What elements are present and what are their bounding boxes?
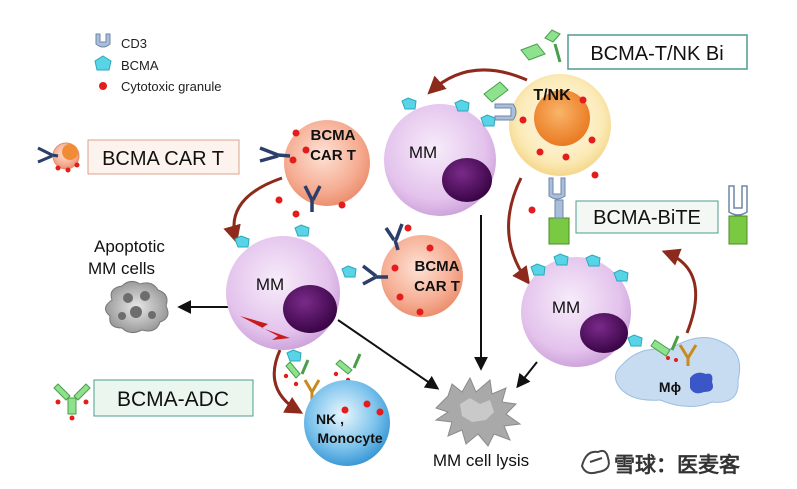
- bite-label: BCMA-BiTE: [593, 207, 701, 229]
- adc-antibodies: [283, 353, 362, 402]
- legend-cd3-label: CD3: [121, 36, 147, 51]
- mm-cell-right: MM: [521, 253, 643, 367]
- svg-text:MM: MM: [256, 275, 284, 294]
- watermark: 雪球：医麦客: [580, 449, 741, 477]
- macrophage-label: Mϕ: [659, 379, 681, 395]
- svg-text:CAR T: CAR T: [310, 147, 356, 164]
- adc-label-box: BCMA-ADC: [93, 379, 254, 417]
- tnk-bi-label: BCMA-T/NK Bi: [590, 43, 723, 65]
- svg-text:MM: MM: [552, 298, 580, 317]
- adc-icon: [53, 383, 91, 421]
- svg-text:BCMA: BCMA: [415, 258, 460, 275]
- bite-icon: [728, 185, 748, 245]
- granule-icon: [99, 82, 107, 90]
- watermark-text: 雪球：医麦客: [614, 453, 741, 477]
- svg-text:CAR T: CAR T: [414, 278, 460, 295]
- svg-text:Monocyte: Monocyte: [317, 430, 383, 446]
- legend-bcma-label: BCMA: [121, 58, 159, 73]
- apoptotic-cell: [105, 280, 169, 334]
- car-t-cell-top: BCMA CAR T: [259, 120, 370, 218]
- adc-label: BCMA-ADC: [117, 388, 229, 411]
- car-t-mini-icon: [37, 142, 80, 173]
- svg-text:T/NK: T/NK: [533, 87, 571, 104]
- lysis-arrows: [177, 215, 538, 390]
- tnk-cell: T/NK: [483, 29, 611, 214]
- cd3-icon: [95, 33, 111, 48]
- mm-cell-top: MM: [384, 97, 496, 216]
- bite-label-box: BCMA-BiTE: [575, 200, 719, 234]
- nk-monocyte-cell: NK , Monocyte: [304, 380, 390, 466]
- lysed-cells: [434, 376, 522, 447]
- legend: CD3 BCMA Cytotoxic granule: [94, 33, 221, 94]
- car-t-label-box: BCMA CAR T: [87, 139, 240, 175]
- apoptotic-label-line1: Apoptotic: [94, 237, 165, 256]
- car-t-cell-mid: BCMA CAR T: [361, 223, 463, 317]
- car-t-label: BCMA CAR T: [102, 148, 224, 170]
- svg-text:BCMA: BCMA: [311, 127, 356, 144]
- tnk-bi-label-box: BCMA-T/NK Bi: [567, 34, 748, 70]
- svg-text:NK ,: NK ,: [316, 411, 344, 427]
- lysis-label: MM cell lysis: [433, 451, 529, 470]
- macrophage-cell: Mϕ: [615, 335, 741, 407]
- bcma-icon: [94, 55, 112, 71]
- bite-molecule: [548, 199, 570, 245]
- snowball-logo-icon: [580, 449, 610, 475]
- apoptotic-label-line2: MM cells: [88, 259, 155, 278]
- mm-cell-left: MM: [226, 224, 357, 362]
- legend-granule-label: Cytotoxic granule: [121, 79, 221, 94]
- cycle-arrows: [223, 68, 698, 414]
- svg-text:MM: MM: [409, 143, 437, 162]
